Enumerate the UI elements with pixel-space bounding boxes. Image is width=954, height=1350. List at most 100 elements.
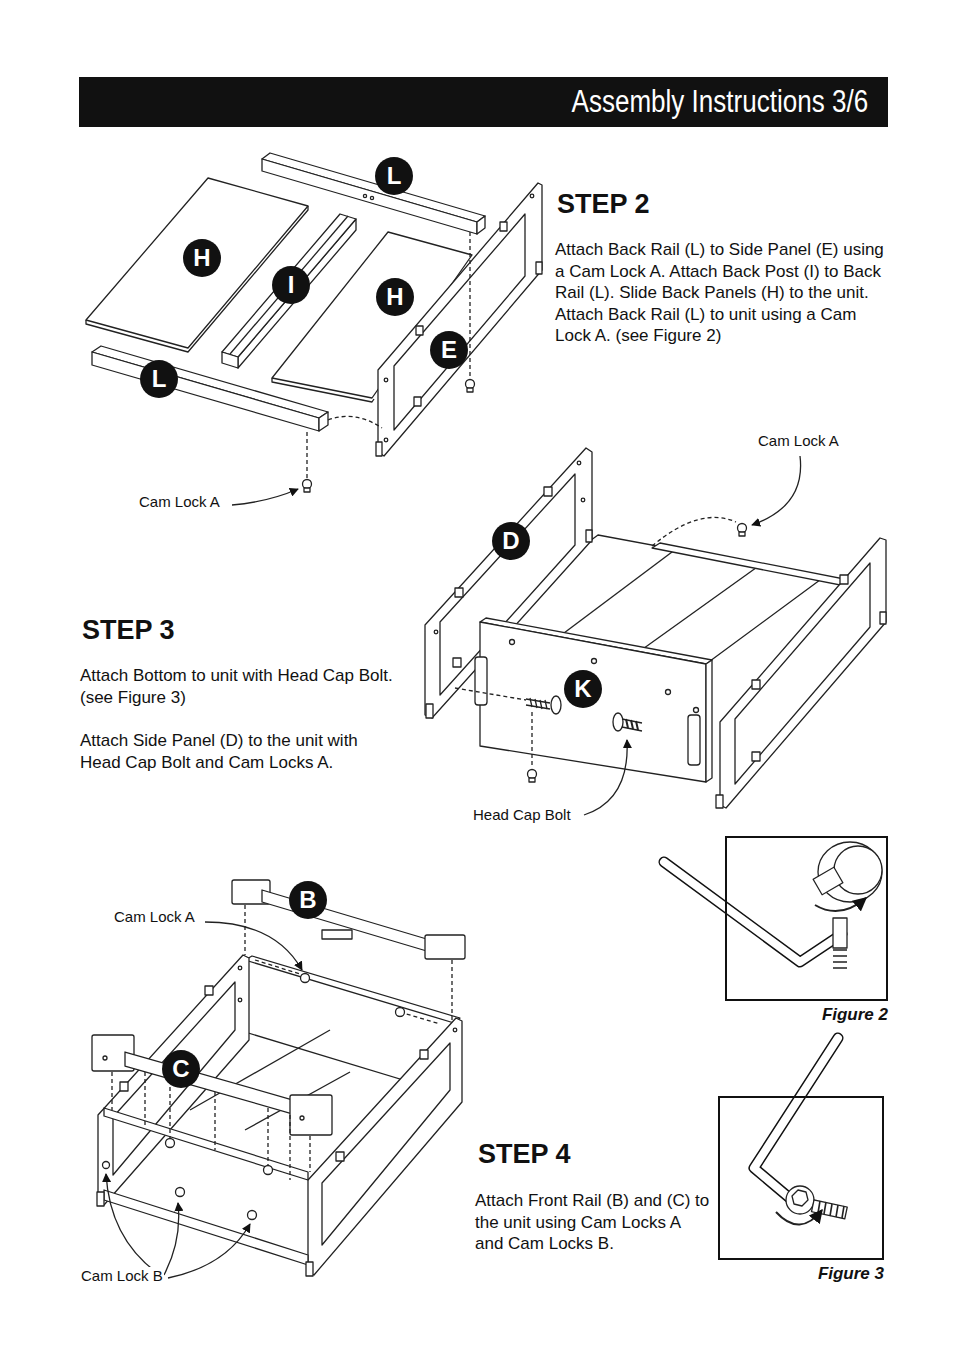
illustration-line — [111, 1072, 112, 1110]
illustration-rect — [453, 658, 461, 667]
illustration-circle — [786, 1186, 814, 1214]
step-instructions: Attach Bottom to unit with Head Cap Bolt… — [80, 665, 400, 708]
illustration-polygon — [92, 346, 328, 418]
illustration-rect — [416, 326, 423, 335]
part-letter: L — [152, 366, 167, 392]
illustration-polygon — [238, 219, 356, 368]
illustration-circle — [103, 1056, 107, 1060]
illustration-polygon — [98, 955, 249, 1205]
illustration-polygon — [308, 1018, 462, 1275]
illustration-path — [664, 862, 842, 962]
part-letter-circle: C — [162, 1050, 200, 1088]
part-letter-circle: L — [375, 157, 413, 195]
illustration-line — [244, 905, 245, 955]
illustration-path — [164, 1203, 179, 1275]
illustration-circle — [738, 524, 747, 533]
illustration-rect — [205, 986, 213, 995]
figure-box: Figure 3 — [718, 1096, 884, 1260]
illustration-path — [106, 1174, 160, 1275]
illustration-polygon — [706, 660, 712, 782]
step-heading: STEP 2 — [557, 189, 650, 220]
part-letter-circle: K — [564, 670, 602, 708]
illustration-polygon — [262, 890, 430, 952]
illustration-polygon — [222, 214, 356, 357]
illustration-path — [752, 456, 801, 525]
illustration-rect — [120, 1082, 128, 1091]
figure-caption: Figure 2 — [822, 1005, 888, 1025]
illustration-circle — [530, 194, 534, 198]
figure-box: Figure 2 — [725, 836, 888, 1001]
illustration-rect — [833, 918, 847, 948]
callout-label: Cam Lock A — [757, 432, 840, 450]
part-letter: C — [172, 1056, 189, 1082]
illustration-rect — [475, 657, 487, 705]
illustration-rect — [529, 778, 535, 782]
illustration-circle — [396, 1008, 405, 1017]
illustration-circle — [577, 461, 581, 465]
part-letter-circle: I — [272, 266, 310, 304]
step-instructions: Attach Front Rail (B) and (C) to the uni… — [475, 1190, 710, 1255]
illustration-polygon — [480, 622, 706, 782]
illustration-polygon — [322, 1043, 450, 1245]
step-instructions: Attach Back Rail (L) to Side Panel (E) u… — [555, 239, 885, 347]
illustration-rect — [500, 222, 507, 231]
illustration-path — [584, 740, 627, 815]
callout-label: Cam Lock A — [138, 493, 221, 511]
title-band: Assembly Instructions 3/6 — [79, 77, 888, 127]
illustration-g — [86, 153, 886, 1278]
illustration-polygon — [394, 214, 525, 430]
illustration-path — [754, 1038, 838, 1200]
illustration-line — [640, 565, 760, 651]
illustration-circle — [301, 974, 310, 983]
illustration-path — [754, 1038, 838, 1200]
illustration-rect — [752, 752, 760, 761]
illustration-circle — [528, 770, 537, 779]
illustration-path — [776, 1210, 822, 1225]
illustration-circle — [248, 1211, 257, 1220]
illustration-line — [451, 960, 452, 1020]
illustration-circle — [466, 380, 475, 389]
illustration-line — [144, 1072, 145, 1125]
illustration-path — [818, 1201, 844, 1218]
illustration-circle — [434, 630, 438, 634]
illustration-path — [232, 489, 298, 505]
illustration-polygon — [319, 412, 328, 431]
illustration-path — [205, 922, 302, 970]
illustration-circle — [453, 1028, 457, 1032]
illustration-path — [530, 698, 547, 709]
part-letter: I — [288, 272, 295, 298]
illustration-circle — [384, 438, 388, 442]
step-instructions: Attach Side Panel (D) to the unit with H… — [80, 730, 400, 773]
illustration-polygon — [245, 956, 460, 1023]
page-title: Assembly Instructions 3/6 — [571, 85, 868, 119]
illustration-line — [230, 216, 348, 354]
illustration-line — [214, 1092, 215, 1150]
illustration-line — [455, 688, 526, 700]
illustration-circle — [238, 966, 242, 970]
part-letter-circle: E — [430, 331, 468, 369]
callout-label: Cam Lock A — [113, 908, 196, 926]
part-letter: D — [502, 528, 519, 554]
illustration-line — [306, 432, 307, 478]
illustration-path — [328, 416, 382, 428]
illustration-circle — [592, 659, 597, 664]
part-letter: B — [299, 887, 316, 913]
part-letter-circle: B — [289, 881, 327, 919]
part-letter: H — [193, 245, 210, 271]
illustration-circle — [300, 1116, 304, 1120]
illustration-rect — [290, 1095, 332, 1135]
part-letter-circle: L — [140, 360, 178, 398]
illustration-circle — [176, 1188, 185, 1197]
illustration-ellipse — [551, 696, 561, 714]
illustration-circle — [264, 1166, 273, 1175]
illustration-rect — [536, 262, 542, 274]
illustration-rect — [97, 1192, 104, 1206]
illustration-circle — [303, 480, 312, 489]
illustration-circle — [581, 498, 585, 502]
part-letter: K — [574, 676, 591, 702]
illustration-rect — [306, 1262, 313, 1276]
callout-label: Cam Lock B — [80, 1267, 164, 1285]
illustration-rect — [420, 1050, 428, 1059]
illustration-path — [168, 1224, 250, 1278]
